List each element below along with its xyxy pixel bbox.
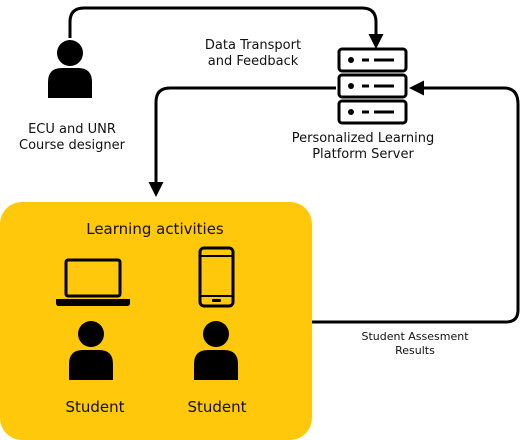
laptop-icon <box>56 258 130 306</box>
label-line: and Feedback <box>207 54 299 70</box>
student-label-phone: Student <box>187 398 247 416</box>
person-icon <box>194 321 238 380</box>
server-label: Personalized Learning Platform Server <box>268 131 458 164</box>
label-line: Results <box>395 343 435 357</box>
edge-designer-to-server <box>68 6 384 49</box>
edge-server-to-activities <box>148 86 336 197</box>
label-line: Student Assesment <box>361 330 469 343</box>
smartphone-icon <box>198 246 235 308</box>
person-icon <box>69 321 113 380</box>
label-line: Personalized Learning <box>291 131 435 146</box>
course-designer-label: ECU and UNR Course designer <box>0 122 144 155</box>
learning-activities-title: Learning activities <box>86 220 224 238</box>
server-stack-icon <box>337 47 408 125</box>
student-label-laptop: Student <box>65 398 125 416</box>
label-line: Course designer <box>19 138 125 154</box>
edge-label-assessment-results: Student Assesment Results <box>340 330 490 358</box>
edge-label-data-transport: Data Transport and Feedback <box>168 38 338 71</box>
edge-activities-to-server <box>312 80 520 324</box>
label-line: ECU and UNR <box>28 122 116 137</box>
person-icon <box>48 40 92 98</box>
label-line: Data Transport <box>204 38 302 53</box>
label-line: Platform Server <box>312 147 414 163</box>
